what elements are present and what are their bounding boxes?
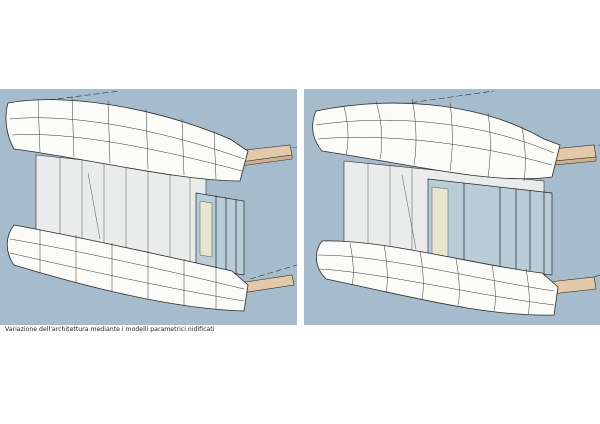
grid-line (249, 264, 297, 280)
wall-joints (59, 158, 191, 265)
grid-line (393, 90, 495, 106)
upper-frame-panel-lines (9, 96, 245, 180)
upper-frame-band (5, 99, 249, 182)
window-mullions (215, 195, 237, 274)
window-mullions (463, 183, 545, 275)
right-facade-model (312, 90, 600, 316)
lower-frame-panel-lines (317, 242, 555, 316)
right-model-view[interactable] (304, 89, 600, 325)
left-facade-model (5, 90, 297, 312)
window-glass (427, 178, 553, 276)
lower-frame-band (6, 224, 249, 312)
insulation-panel (199, 200, 213, 258)
upper-frame-panel-lines (315, 98, 555, 182)
wall-joints (367, 163, 417, 263)
upper-frame-band (312, 102, 561, 180)
insulation-panel (431, 186, 449, 258)
left-model-view[interactable] (0, 89, 297, 325)
figure-caption: Variazione dell'architettura mediante i … (5, 326, 215, 333)
lower-frame-panel-lines (9, 229, 245, 309)
